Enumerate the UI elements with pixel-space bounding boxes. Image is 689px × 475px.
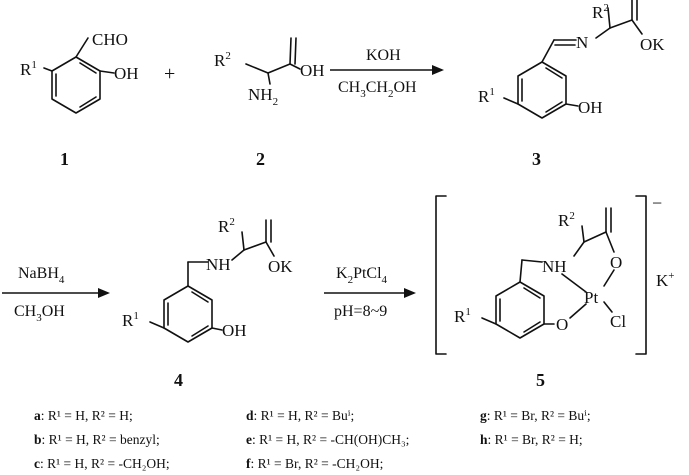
compound-1-cho: CHO xyxy=(92,30,128,49)
compound-2-bonds xyxy=(245,37,301,85)
legend-item: e: R¹ = H, R² = -CH(OH)CH₃; xyxy=(246,432,409,447)
step-2-top-reagent: NaBH4 xyxy=(18,265,65,286)
compound-1-r1: R1 xyxy=(20,59,37,79)
arrow-step-3: K2PtCl4 pH=8~9 xyxy=(324,265,416,320)
compound-3-n: N xyxy=(576,33,588,52)
compound-5-bonds xyxy=(481,207,615,339)
compound-5-o-carboxylate: O xyxy=(610,253,622,272)
compound-4: NH R2 OK OH R1 4 xyxy=(122,216,293,390)
compound-3-number: 3 xyxy=(532,149,541,169)
compound-1: CHO OH R1 1 xyxy=(20,30,139,169)
step-1-top-reagent: KOH xyxy=(366,47,401,64)
compound-5-brackets xyxy=(435,195,647,355)
legend-item: c: R¹ = H, R² = -CH₂OH; xyxy=(34,456,170,471)
compound-5-o-phenoxide: O xyxy=(556,315,568,334)
step-3-top-reagent: K2PtCl4 xyxy=(336,265,388,286)
compound-4-nh: NH xyxy=(206,255,231,274)
compound-3: N R2 OK OH R1 3 xyxy=(478,0,665,169)
compound-1-bonds xyxy=(43,37,115,114)
compound-5-counter-ion: K+ xyxy=(656,270,675,290)
plus-sign: + xyxy=(164,63,175,85)
compound-5-r1: R1 xyxy=(454,306,471,326)
compound-4-r1: R1 xyxy=(122,310,139,330)
compound-4-ok: OK xyxy=(268,257,293,276)
compound-4-oh: OH xyxy=(222,321,247,340)
compound-3-r1: R1 xyxy=(478,86,495,106)
substituent-legend: a: R¹ = H, R² = H; b: R¹ = H, R² = benzy… xyxy=(34,408,591,471)
compound-5-number: 5 xyxy=(536,370,545,390)
compound-5-r2: R2 xyxy=(558,210,575,230)
compound-2-nh2: NH2 xyxy=(248,85,278,108)
compound-4-number: 4 xyxy=(174,370,183,390)
compound-2-number: 2 xyxy=(256,149,265,169)
compound-2: R2 OH NH2 2 xyxy=(214,37,325,169)
compound-3-r2: R2 xyxy=(592,2,609,22)
compound-3-oh: OH xyxy=(578,98,603,117)
arrow-step-1: KOH CH3CH2OH xyxy=(330,47,444,100)
step-3-bottom-reagent: pH=8~9 xyxy=(334,303,387,320)
step-2-bottom-reagent: CH3OH xyxy=(14,303,65,324)
compound-4-bonds xyxy=(149,219,275,343)
compound-5: NH R2 O Pt Cl O R1 − K+ 5 xyxy=(435,193,675,390)
legend-item: d: R¹ = H, R² = Buⁱ; xyxy=(246,408,354,423)
arrow-step-2: NaBH4 CH3OH xyxy=(2,265,110,324)
compound-1-number: 1 xyxy=(60,149,69,169)
compound-1-oh: OH xyxy=(114,64,139,83)
compound-5-pt: Pt xyxy=(584,288,598,307)
compound-5-nh: NH xyxy=(542,257,567,276)
compound-3-bonds xyxy=(503,0,643,119)
compound-2-oh: OH xyxy=(300,61,325,80)
compound-4-r2: R2 xyxy=(218,216,235,236)
compound-5-charge: − xyxy=(652,193,662,213)
legend-item: a: R¹ = H, R² = H; xyxy=(34,408,133,423)
legend-item: b: R¹ = H, R² = benzyl; xyxy=(34,432,160,447)
step-1-bottom-reagent: CH3CH2OH xyxy=(338,79,417,100)
compound-5-cl: Cl xyxy=(610,312,626,331)
legend-item: g: R¹ = Br, R² = Buⁱ; xyxy=(480,408,591,423)
legend-item: h: R¹ = Br, R² = H; xyxy=(480,432,583,447)
legend-item: f: R¹ = Br, R² = -CH₂OH; xyxy=(246,456,383,471)
compound-2-r2: R2 xyxy=(214,50,231,70)
compound-3-ok: OK xyxy=(640,35,665,54)
